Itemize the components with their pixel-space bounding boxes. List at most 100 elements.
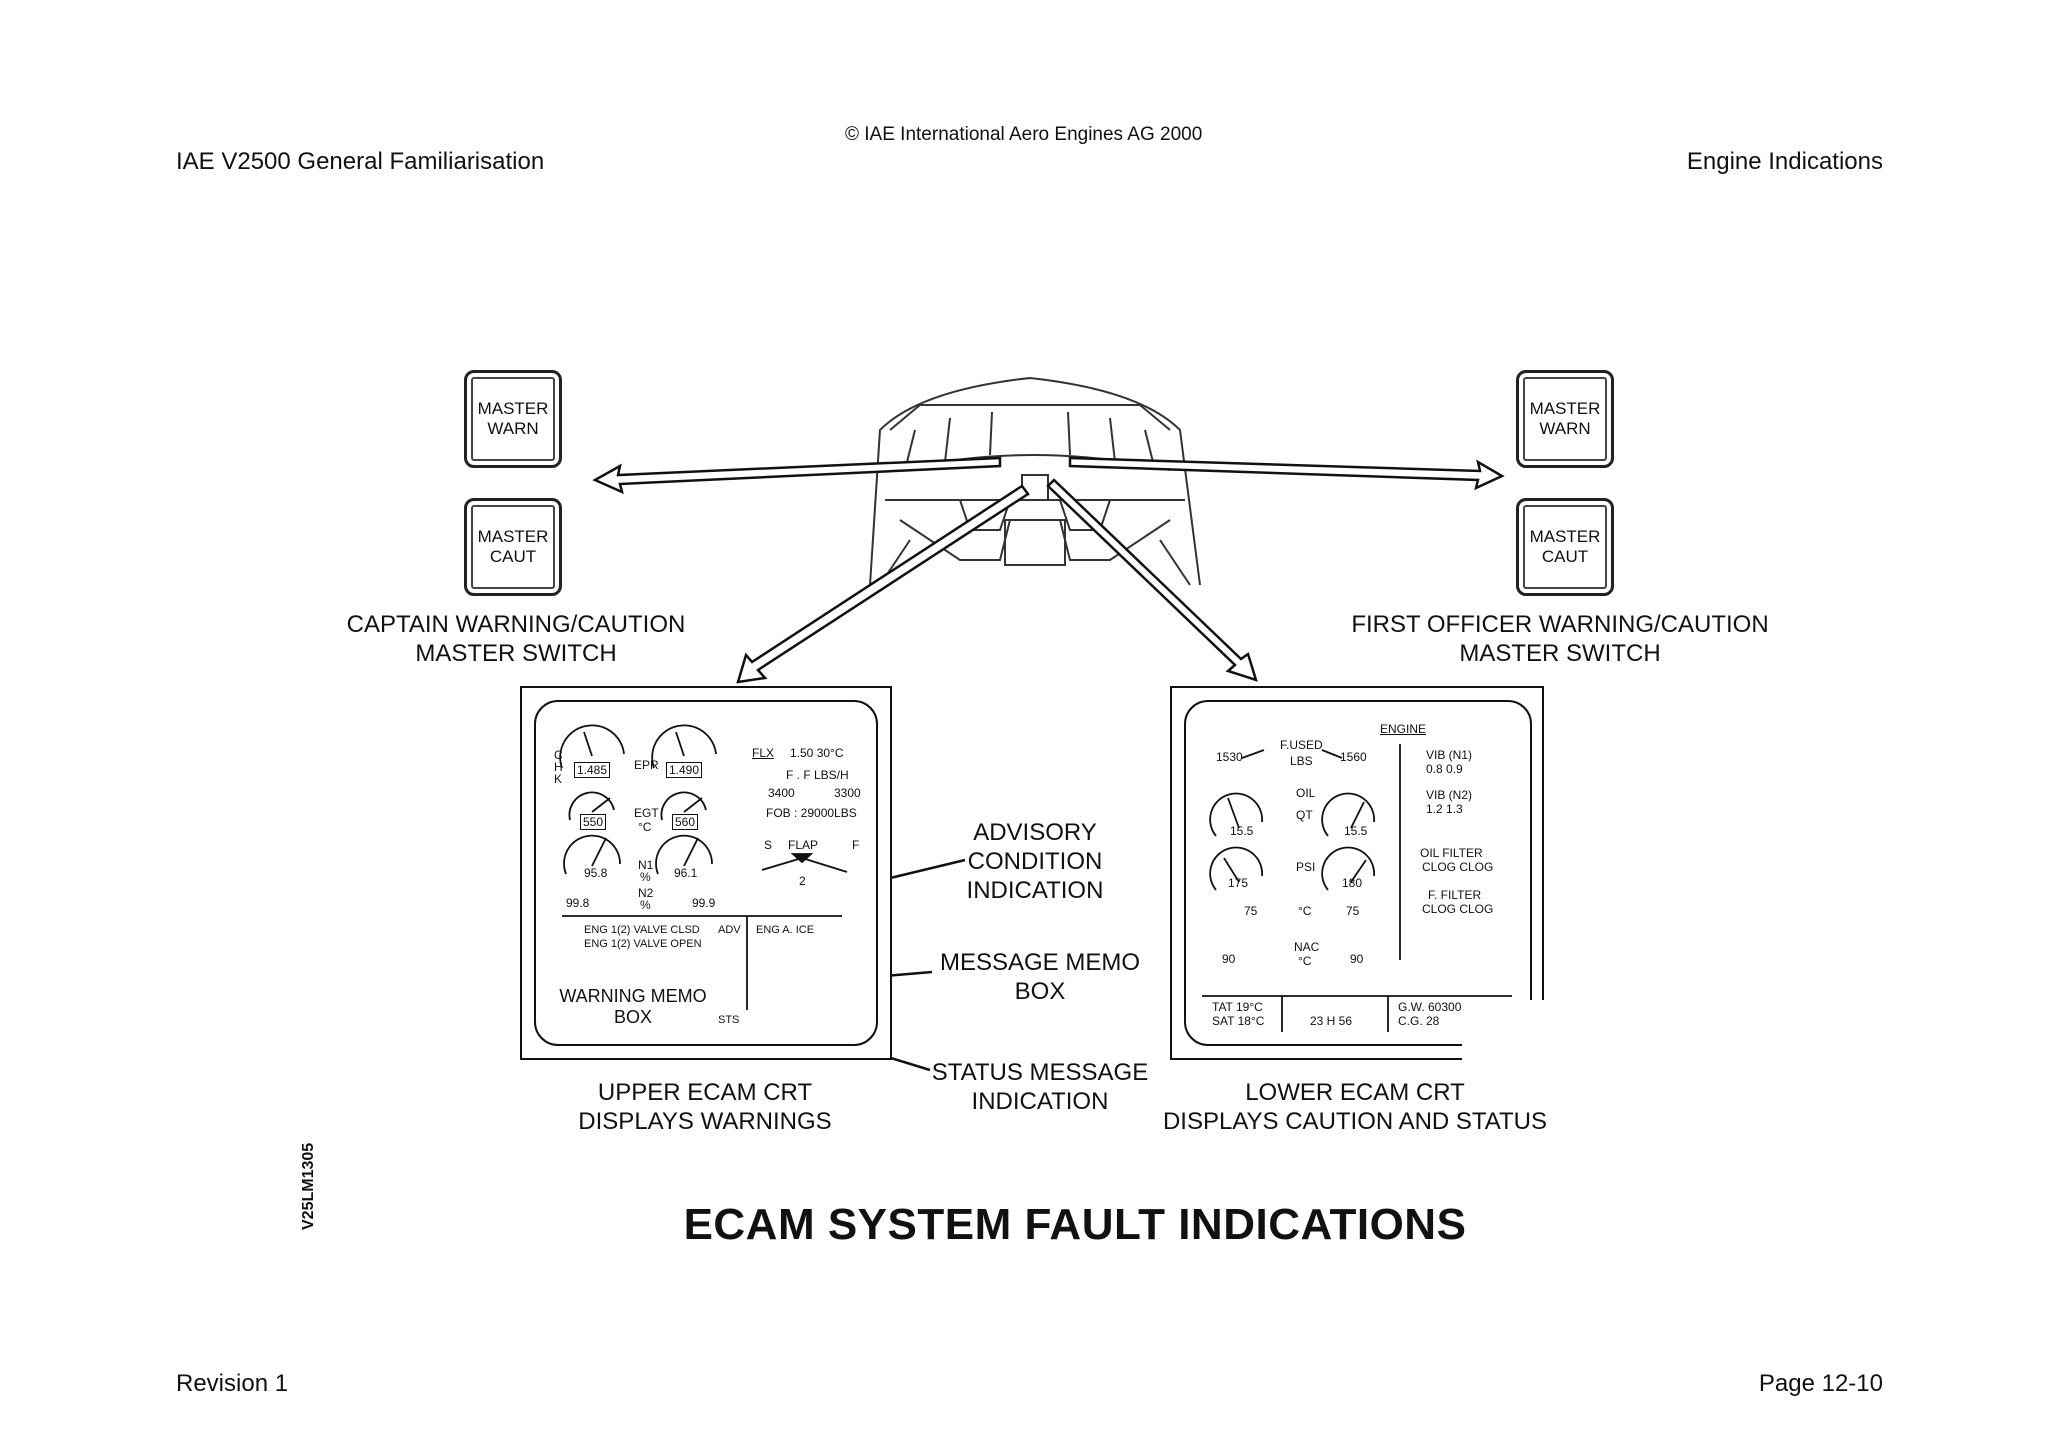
oil-label: OIL xyxy=(1296,786,1316,800)
label-line: MASTER SWITCH xyxy=(415,640,617,667)
gross-weight-value: G.W. 60300 xyxy=(1398,1000,1462,1014)
n2-label: N2 xyxy=(638,886,654,900)
page-number: Page 12-10 xyxy=(1758,1370,1883,1397)
label-line: CAPTAIN WARNING/CAUTION xyxy=(346,611,686,638)
oil-temp-unit: °C xyxy=(1298,904,1312,918)
chk-k: K xyxy=(554,772,563,786)
egt-unit: °C xyxy=(638,820,652,834)
oil-qty-right: 15.5 xyxy=(1344,824,1368,838)
nac-left: 90 xyxy=(1222,952,1236,966)
upper-ecam-crt: C H K 1.485 EPR 1.490 550 EGT °C 560 95.… xyxy=(520,686,892,1060)
n2-left-value: 99.8 xyxy=(566,896,590,910)
upper-ecam-label: UPPER ECAM CRT DISPLAYS WARNINGS xyxy=(530,1078,880,1136)
n1-left-value: 95.8 xyxy=(584,866,608,880)
label-line: MESSAGE MEMO xyxy=(939,949,1141,976)
psi-label: PSI xyxy=(1296,860,1316,874)
chk-h: H xyxy=(554,760,563,774)
oil-temp-left: 75 xyxy=(1244,904,1258,918)
oil-press-left: 175 xyxy=(1228,876,1249,890)
qt-label: QT xyxy=(1296,808,1313,822)
doc-title: IAE V2500 General Familiarisation xyxy=(176,148,545,175)
arrow-to-captain-switch xyxy=(592,456,1002,495)
section-title: Engine Indications xyxy=(1686,148,1883,175)
label-line: INDICATION xyxy=(971,1088,1109,1115)
lower-ecam-screen xyxy=(1184,700,1532,1046)
flap-f: F xyxy=(852,838,860,852)
message-memo-label: MESSAGE MEMO BOX xyxy=(920,948,1160,1006)
arrow-to-fo-switch xyxy=(1068,456,1505,491)
flap-label: FLAP xyxy=(788,838,819,852)
epr-left-value: 1.485 xyxy=(574,762,611,778)
lower-ecam-label: LOWER ECAM CRT DISPLAYS CAUTION AND STAT… xyxy=(1150,1078,1560,1136)
fuel-used-left: 1530 xyxy=(1216,750,1243,764)
n1-label: N1 xyxy=(638,858,654,872)
button-label: WARN xyxy=(1539,419,1591,438)
crt-corner-mask xyxy=(1462,1000,1544,1060)
figure-title: ECAM SYSTEM FAULT INDICATIONS xyxy=(683,1200,1467,1249)
label-line: BOX xyxy=(613,1007,652,1027)
sts-label: STS xyxy=(718,1014,740,1026)
status-message-label: STATUS MESSAGE INDICATION xyxy=(920,1058,1160,1116)
fuel-used-unit: LBS xyxy=(1290,754,1313,768)
tat-value: TAT 19°C xyxy=(1212,1000,1263,1014)
upper-ecam-gauges xyxy=(559,724,848,1010)
label-line: DISPLAYS CAUTION AND STATUS xyxy=(1162,1108,1548,1135)
advisory-condition-label: ADVISORY CONDITION INDICATION xyxy=(935,818,1135,905)
adv-label: ADV xyxy=(718,924,741,936)
egt-left-value: 550 xyxy=(580,814,607,830)
captain-master-caut-button[interactable]: MASTER CAUT xyxy=(464,498,562,596)
button-label: MASTER xyxy=(1529,527,1601,546)
lower-page-title: ENGINE xyxy=(1380,722,1427,736)
button-label: MASTER xyxy=(477,527,549,546)
button-label: CAUT xyxy=(1541,547,1589,566)
oil-filter-label: OIL FILTER xyxy=(1420,846,1483,860)
egt-label: EGT xyxy=(634,806,659,820)
label-line: CONDITION xyxy=(967,848,1103,875)
flap-position: 2 xyxy=(799,874,806,888)
button-label: WARN xyxy=(487,419,539,438)
label-line: WARNING MEMO xyxy=(559,986,707,1006)
flap-s: S xyxy=(764,838,773,852)
vib-n2-values: 1.2 1.3 xyxy=(1426,802,1463,816)
n2-right-value: 99.9 xyxy=(692,896,716,910)
captain-switch-label: CAPTAIN WARNING/CAUTION MASTER SWITCH xyxy=(336,610,696,668)
memo-line-2: ENG 1(2) VALVE OPEN xyxy=(584,938,702,950)
oil-filter-clog: CLOG CLOG xyxy=(1422,860,1494,874)
arrow-to-upper-ecam xyxy=(736,484,1030,684)
nac-unit: °C xyxy=(1298,954,1312,968)
epr-label: EPR xyxy=(634,758,659,772)
cg-value: C.G. 28 xyxy=(1398,1014,1440,1028)
nac-label: NAC xyxy=(1294,940,1320,954)
upper-ecam-screen xyxy=(534,700,878,1046)
label-line: DISPLAYS WARNINGS xyxy=(578,1108,832,1135)
arrow-to-lower-ecam xyxy=(1046,478,1258,682)
fuel-flow-left: 3400 xyxy=(768,786,795,800)
cockpit-illustration xyxy=(869,376,1201,586)
label-line: MASTER SWITCH xyxy=(1459,640,1661,667)
copyright: © IAE International Aero Engines AG 2000 xyxy=(845,124,1203,145)
n1-unit: % xyxy=(640,870,651,884)
fuel-used-label: F.USED xyxy=(1280,738,1323,752)
label-line: BOX xyxy=(1014,978,1066,1005)
label-line: FIRST OFFICER WARNING/CAUTION xyxy=(1351,611,1769,638)
sat-value: SAT 18°C xyxy=(1212,1014,1265,1028)
revision: Revision 1 xyxy=(176,1370,289,1397)
button-label: MASTER xyxy=(477,399,549,418)
fo-master-caut-button[interactable]: MASTER CAUT xyxy=(1516,498,1614,596)
fuel-filter-clog: CLOG CLOG xyxy=(1422,902,1494,916)
oil-qty-left: 15.5 xyxy=(1230,824,1254,838)
fob-value: FOB : 29000LBS xyxy=(766,806,857,820)
label-line: INDICATION xyxy=(966,877,1104,904)
captain-master-warn-button[interactable]: MASTER WARN xyxy=(464,370,562,468)
flx-label: FLX xyxy=(752,746,775,760)
label-line: LOWER ECAM CRT xyxy=(1245,1079,1465,1106)
n2-unit: % xyxy=(640,898,651,912)
fo-master-warn-button[interactable]: MASTER WARN xyxy=(1516,370,1614,468)
lower-ecam-gauges xyxy=(1202,744,1512,1032)
flx-values: 1.50 30°C xyxy=(790,746,844,760)
memo-line-1: ENG 1(2) VALVE CLSD xyxy=(584,924,700,936)
vib-n2-label: VIB (N2) xyxy=(1426,788,1473,802)
fo-switch-label: FIRST OFFICER WARNING/CAUTION MASTER SWI… xyxy=(1340,610,1780,668)
fuel-used-right: 1560 xyxy=(1340,750,1367,764)
